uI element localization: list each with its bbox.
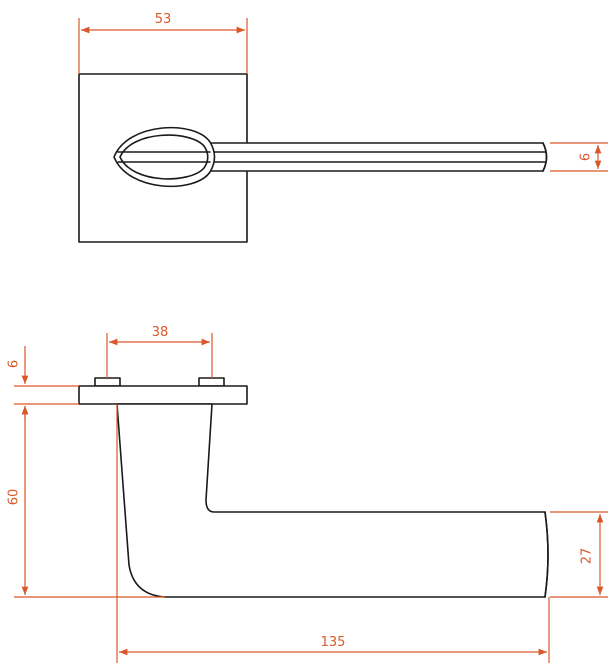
lever-top [174,142,548,172]
top-view [78,73,548,243]
dim-rose-thickness-label: 6 [7,360,22,368]
dim-grip-height: 27 [550,511,608,598]
dim-lever-thickness: 9 [550,142,608,172]
lever-side-body [116,403,549,598]
dim-rose-width-label: 53 [155,12,172,27]
dim-screw-spacing: 38 [106,325,213,378]
screw-stud-left [94,377,121,387]
dim-grip-height-label: 27 [580,548,595,565]
dim-lever-thickness-label: 9 [576,153,591,161]
lever-hub-leaf [113,126,216,188]
dim-screw-spacing-label: 38 [152,325,169,340]
dim-rose-thickness: 6 [7,346,79,420]
dim-total-length-label: 135 [321,635,346,650]
dim-rose-width: 53 [78,12,248,74]
lever-end-cap [542,142,548,172]
lever-hub-inner [119,134,209,180]
dim-total-length: 135 [116,404,550,663]
dim-height: 60 [7,406,165,598]
screw-stud-right [198,377,225,387]
lever-side-end [544,511,549,598]
rose-plate-side [78,385,248,405]
side-view [78,377,549,598]
dim-height-label: 60 [7,489,22,506]
